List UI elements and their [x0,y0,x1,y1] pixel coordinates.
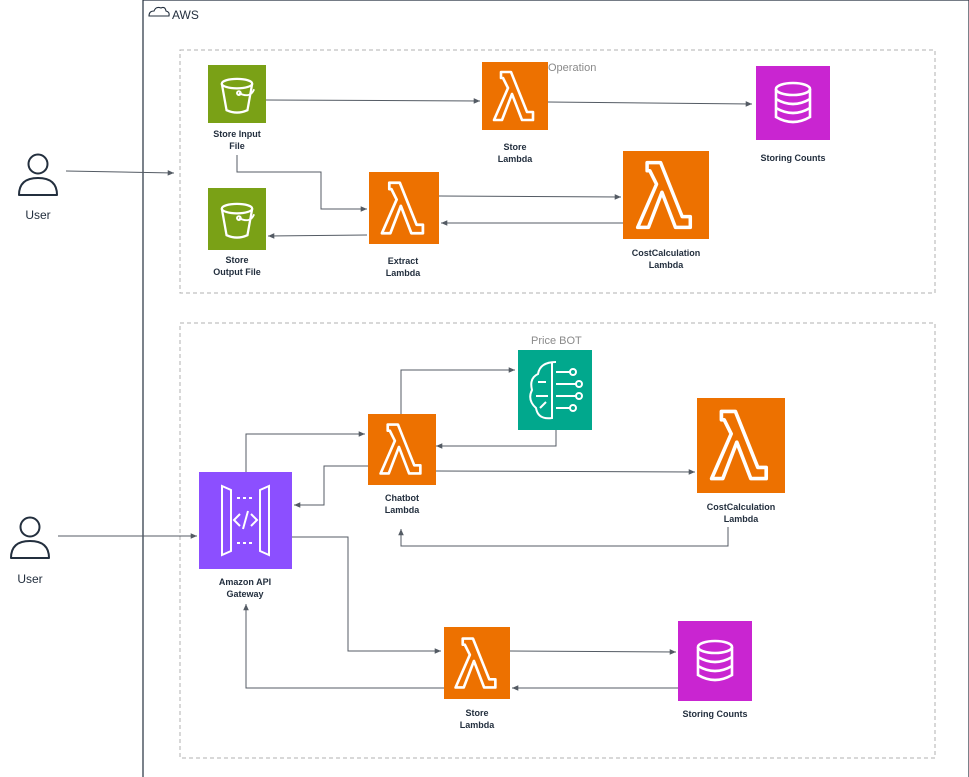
arrow-input-to-extract [236,155,367,212]
chatbot-lambda [368,414,436,485]
arrow-costcalc-to-chatbot [398,527,729,547]
storing-counts-bottom-dynamodb [678,621,752,701]
extract-lambda [369,172,439,244]
label-store-lambda-top: Store Lambda [497,142,533,164]
arrow-pricebot-to-chatbot [436,430,557,449]
group-label-price-bot: Price BOT [531,335,582,347]
user-icon [18,153,58,196]
label-store-output: Store Output File [213,255,261,277]
arrow-chatbot-to-costcalc [435,469,696,475]
arrow-extract-to-output [267,233,368,239]
label-store-lambda-bottom: Store Lambda [459,708,495,730]
label-storing-counts-top: Storing Counts [760,153,826,163]
user-label-top: User [25,208,51,222]
arrow-chatbot-to-gateway [294,465,368,508]
arrow-store-lambda-to-counts-bottom [509,649,677,655]
label-costcalc-bottom: CostCalculation Lambda [706,502,776,524]
cloud-icon [148,6,170,17]
arrow-extract-to-costcalc [438,194,622,200]
aws-cloud-border [142,0,969,777]
arrow-input-to-store-lambda [265,98,481,104]
arrow-chatbot-to-pricebot [400,367,515,414]
storing-counts-top-dynamodb [756,66,830,140]
amazon-api-gateway [199,472,292,569]
aws-cloud-title: AWS [172,8,199,22]
arrow-gateway-to-store-lambda [292,536,441,654]
arrow-user-to-operation [65,170,175,176]
store-lambda-top [482,62,548,130]
store-lambda-bottom [444,627,510,699]
user-label-bottom: User [17,572,43,586]
api-gateway-icon [221,484,270,557]
user-icon [10,516,50,559]
arrow-store-lambda-to-counts [547,101,753,107]
label-extract-lambda: Extract Lambda [385,256,421,278]
arrow-gateway-to-chatbot [245,431,365,472]
store-input-s3 [208,65,266,123]
operation-group [179,49,936,294]
store-output-s3 [208,188,266,250]
label-storing-counts-bottom: Storing Counts [682,709,748,719]
price-bot-bedrock [518,350,592,430]
brain-circuit-icon [529,361,583,420]
costcalc-lambda-bottom [697,398,785,493]
arrow-store-lambda-to-gateway [243,604,444,689]
costcalc-lambda-top [623,151,709,239]
label-api-gateway: Amazon API Gateway [218,577,272,599]
label-costcalc-top: CostCalculation Lambda [631,248,701,270]
group-label-operation: Operation [548,62,597,74]
label-chatbot-lambda: Chatbot Lambda [384,493,420,515]
label-store-input: Store Input File [213,129,261,151]
